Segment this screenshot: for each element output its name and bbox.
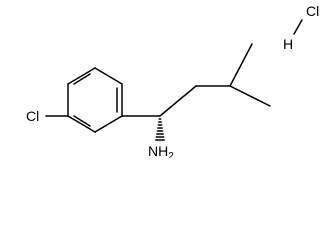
- ring-bond-c1-c2: [94, 115, 123, 133]
- bond-h-cl: [293, 19, 303, 35]
- amine-n: N: [148, 143, 158, 158]
- atom-label-hcl-h: H: [283, 36, 293, 52]
- bond-ch-to-methyl-top: [229, 43, 253, 87]
- hashed-wedge-bond: [155, 118, 165, 141]
- atom-label-cl-aryl: Cl: [26, 108, 39, 124]
- ring-bond-c4-c5: [67, 67, 96, 85]
- atom-label-nh2: NH2: [148, 143, 174, 158]
- structure-canvas: Cl NH2 Cl H: [26, 3, 319, 158]
- amine-h: H: [158, 143, 168, 158]
- amine-h-subscript: 2: [168, 151, 174, 158]
- ring-bond-c2-c3: [67, 115, 96, 133]
- bond-ch-to-methyl-right: [229, 85, 271, 107]
- atom-label-hcl-cl: Cl: [306, 3, 319, 19]
- ring-double-bond-inner-3: [73, 73, 91, 85]
- benzene-ring: [67, 67, 123, 133]
- ring-double-bond-inner-2: [73, 115, 91, 127]
- bond-chiral-c-to-ch2: [159, 85, 197, 117]
- ring-bond-c5-c6: [94, 67, 123, 85]
